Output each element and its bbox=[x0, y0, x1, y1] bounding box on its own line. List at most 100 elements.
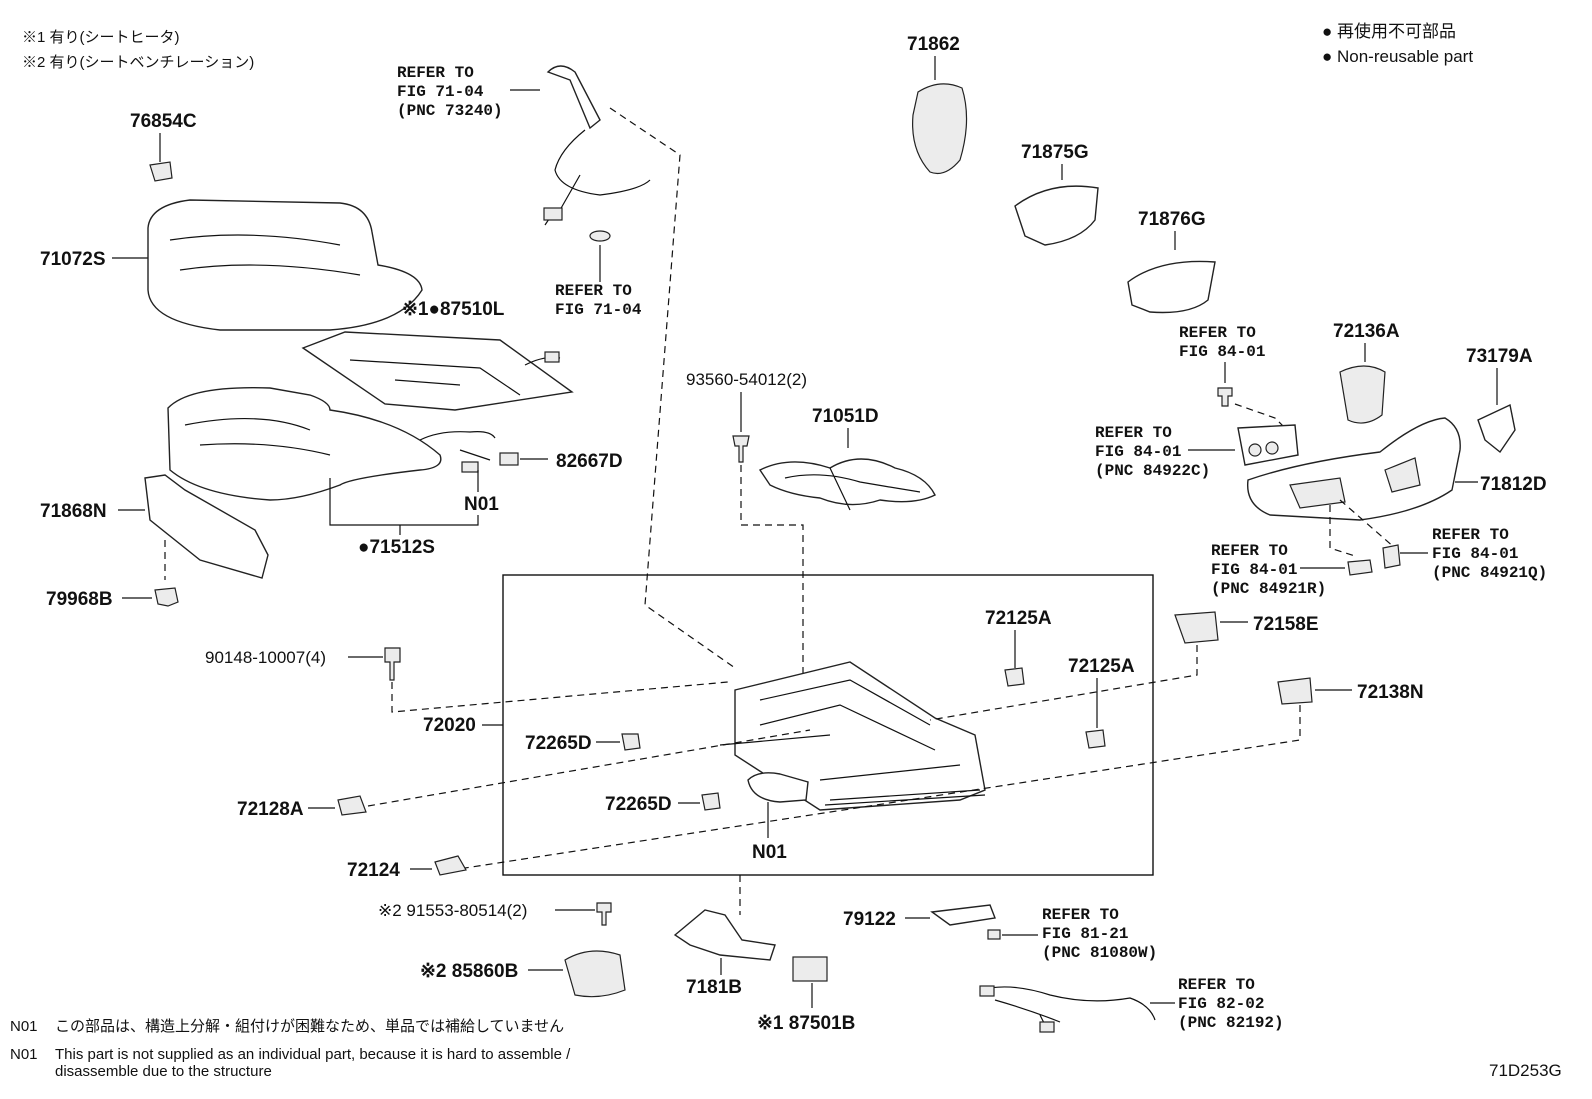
ref3-line2: FIG 84-01 bbox=[1179, 343, 1265, 361]
dash-93560 bbox=[740, 465, 804, 700]
part-71868N-cushion-shield[interactable] bbox=[144, 474, 269, 579]
ref7-line3: (PNC 81080W) bbox=[1042, 944, 1157, 962]
label-72138N[interactable]: 72138N bbox=[1357, 682, 1424, 703]
part-72138N-cover[interactable] bbox=[1277, 677, 1313, 705]
shield-knob-recess bbox=[1384, 457, 1421, 493]
ref6-line1: REFER TO bbox=[1432, 526, 1509, 544]
label-85860B[interactable]: ※2 85860B bbox=[420, 961, 518, 982]
label-72125A-1[interactable]: 72125A bbox=[985, 608, 1052, 629]
ref5-knob bbox=[1347, 559, 1373, 576]
footer-n01-en-2: disassemble due to the structure bbox=[55, 1063, 272, 1080]
part-72265D-clip-2[interactable] bbox=[701, 792, 721, 811]
heater-wires bbox=[349, 359, 521, 396]
part-72125A-1[interactable] bbox=[1004, 667, 1025, 687]
part-72136A-knob[interactable] bbox=[1339, 365, 1386, 424]
ref7-clip bbox=[987, 929, 1001, 940]
ref4-line1: REFER TO bbox=[1095, 424, 1172, 442]
label-93560[interactable]: 93560-54012(2) bbox=[686, 370, 807, 389]
dash-ref3 bbox=[1234, 403, 1286, 429]
part-87510L-seat-heater[interactable] bbox=[301, 331, 574, 411]
label-90148[interactable]: 90148-10007(4) bbox=[205, 648, 326, 667]
ref7-line1: REFER TO bbox=[1042, 906, 1119, 924]
ref3-screw bbox=[1217, 387, 1233, 407]
cover-seam-lines bbox=[169, 234, 361, 276]
part-72158E-cover[interactable] bbox=[1174, 611, 1219, 644]
lever-connector bbox=[543, 207, 563, 221]
frame-rails bbox=[759, 679, 981, 801]
part-91553-screw[interactable] bbox=[596, 902, 612, 926]
part-72128A-cover[interactable] bbox=[337, 795, 367, 816]
dash-90148 bbox=[391, 681, 729, 713]
label-N01-pad[interactable]: N01 bbox=[464, 494, 499, 515]
pad-contour-lines bbox=[184, 417, 331, 456]
part-72265D-clip-1[interactable] bbox=[621, 733, 641, 751]
label-N01-motor[interactable]: N01 bbox=[752, 842, 787, 863]
label-87510L[interactable]: ※1●87510L bbox=[402, 299, 505, 320]
footer-n01-jp: この部品は、構造上分解・組付けが困難なため、単品では補給していません bbox=[55, 1018, 564, 1035]
ref8-line1: REFER TO bbox=[1178, 976, 1255, 994]
label-71812D[interactable]: 71812D bbox=[1480, 474, 1547, 495]
label-72124[interactable]: 72124 bbox=[347, 860, 400, 881]
part-71862-cover[interactable] bbox=[912, 83, 968, 175]
part-7181B-bracket[interactable] bbox=[673, 909, 776, 961]
part-71875G-bracket[interactable] bbox=[1014, 185, 1099, 246]
part-71051D-wire-harness[interactable] bbox=[758, 458, 936, 506]
part-lever-73240[interactable] bbox=[546, 65, 601, 130]
ref1-line1: REFER TO bbox=[397, 64, 474, 82]
ref4-knob-2 bbox=[1265, 441, 1279, 455]
part-90148-bolt[interactable] bbox=[384, 647, 401, 681]
ref1-line2: FIG 71-04 bbox=[397, 83, 484, 101]
lever-grommet bbox=[589, 230, 611, 242]
label-71876G[interactable]: 71876G bbox=[1138, 209, 1206, 230]
dash-72128A bbox=[367, 729, 811, 807]
label-79968B[interactable]: 79968B bbox=[46, 589, 113, 610]
part-71512S-cushion-pad[interactable] bbox=[167, 386, 442, 501]
label-87501B[interactable]: ※1 87501B bbox=[757, 1013, 855, 1034]
label-7181B[interactable]: 7181B bbox=[686, 977, 742, 998]
ref5-line1: REFER TO bbox=[1211, 542, 1288, 560]
part-82667D-clip[interactable] bbox=[499, 452, 519, 466]
ref1-line3: (PNC 73240) bbox=[397, 102, 503, 120]
label-72265D-1[interactable]: 72265D bbox=[525, 733, 592, 754]
label-72125A-2[interactable]: 72125A bbox=[1068, 656, 1135, 677]
ref8-connector-2 bbox=[1039, 1021, 1055, 1033]
label-71875G[interactable]: 71875G bbox=[1021, 142, 1089, 163]
label-71512S[interactable]: ●71512S bbox=[358, 537, 435, 558]
label-72136A[interactable]: 72136A bbox=[1333, 321, 1400, 342]
bracket-71512S bbox=[329, 478, 479, 526]
part-79968B-clip[interactable] bbox=[154, 587, 179, 607]
label-71072S[interactable]: 71072S bbox=[40, 249, 106, 270]
ref6-line2: FIG 84-01 bbox=[1432, 545, 1518, 563]
label-71051D[interactable]: 71051D bbox=[812, 406, 879, 427]
label-91553[interactable]: ※2 91553-80514(2) bbox=[378, 901, 527, 920]
harness-detail bbox=[784, 467, 921, 511]
part-71876G-bracket[interactable] bbox=[1127, 260, 1216, 314]
label-72158E[interactable]: 72158E bbox=[1253, 614, 1319, 635]
pad-wire-harness bbox=[419, 431, 496, 461]
part-N01-motor[interactable] bbox=[747, 772, 809, 803]
part-72125A-2[interactable] bbox=[1085, 729, 1106, 749]
part-79122-bracket[interactable] bbox=[930, 904, 996, 926]
label-72020[interactable]: 72020 bbox=[423, 715, 476, 736]
ref3-line1: REFER TO bbox=[1179, 324, 1256, 342]
part-71072S-cushion-cover[interactable] bbox=[147, 199, 423, 331]
label-72128A[interactable]: 72128A bbox=[237, 799, 304, 820]
ref8-wire-harness bbox=[979, 986, 1156, 1026]
heater-connector bbox=[544, 351, 560, 363]
part-85860B-blower[interactable] bbox=[564, 950, 626, 998]
part-72124-cover[interactable] bbox=[434, 855, 467, 876]
label-79122[interactable]: 79122 bbox=[843, 909, 896, 930]
ref8-line2: FIG 82-02 bbox=[1178, 995, 1264, 1013]
label-76854C[interactable]: 76854C bbox=[130, 111, 197, 132]
ref2-line1: REFER TO bbox=[555, 282, 632, 300]
ref4-knob-1 bbox=[1248, 443, 1262, 457]
label-72265D-2[interactable]: 72265D bbox=[605, 794, 672, 815]
label-73179A[interactable]: 73179A bbox=[1466, 346, 1533, 367]
part-73179A-cover[interactable] bbox=[1477, 403, 1516, 454]
label-82667D[interactable]: 82667D bbox=[556, 451, 623, 472]
part-87501B-ecu[interactable] bbox=[792, 956, 828, 982]
label-71862[interactable]: 71862 bbox=[907, 34, 960, 55]
part-76854C-clip[interactable] bbox=[149, 161, 173, 182]
part-93560-bolt[interactable] bbox=[732, 435, 750, 463]
label-71868N[interactable]: 71868N bbox=[40, 501, 107, 522]
